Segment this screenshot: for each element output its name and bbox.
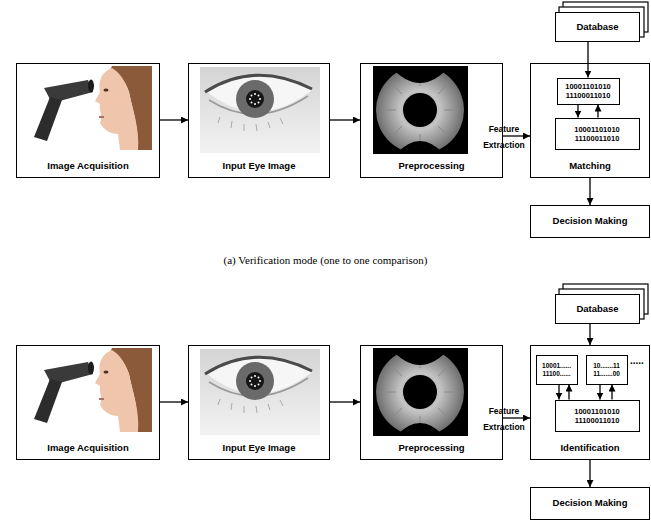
edge-label: Feature Extraction [477, 403, 531, 435]
decision-box: Decision Making [530, 487, 650, 520]
node-label: Input Eye Image [223, 161, 296, 172]
flow-arrow [160, 119, 188, 120]
database-box: Database [555, 294, 640, 324]
flow-arrow [597, 105, 598, 118]
node-label: Preprocessing [399, 161, 465, 172]
process-box: Image Acquisition [16, 345, 160, 460]
row-illustration [34, 2, 648, 154]
flow-arrow [577, 105, 578, 118]
template-box: 10001...... 11100...... [536, 355, 578, 385]
node-label: 10001101010 11100011010 [558, 82, 619, 100]
flow-arrow [587, 42, 588, 78]
matching-box: Matching 10001101010 11100011010 100011010… [530, 63, 650, 178]
process-box: Input Eye Image [188, 63, 330, 178]
flow-arrow [599, 385, 600, 400]
node-label: Input Eye Image [223, 443, 296, 454]
process-box: Image Acquisition [16, 63, 160, 178]
flow-arrow [589, 324, 590, 345]
node-label: Identification [560, 443, 619, 454]
flow-arrow [589, 178, 590, 205]
template-box: 10001101010 11100011010 [557, 78, 620, 105]
flow-arrow [503, 417, 530, 418]
node-label: Matching [569, 161, 611, 172]
node-label: Database [576, 22, 618, 33]
flow-arrow [558, 385, 559, 400]
row-illustration [34, 284, 648, 436]
process-box: Preprocessing [360, 345, 503, 460]
template-box: 10001101010 11100011010 [555, 400, 640, 432]
node-label: Image Acquisition [47, 161, 128, 172]
node-label: 10001101010 11100011010 [556, 125, 639, 143]
flow-arrow [503, 135, 530, 136]
template-box: 10001101010 11100011010 [555, 118, 640, 150]
node-label: Image Acquisition [47, 443, 128, 454]
node-label: Decision Making [553, 498, 628, 509]
flow-arrow [611, 385, 612, 400]
flow-arrow [330, 401, 360, 402]
flow-arrow [160, 401, 188, 402]
node-label: 10001...... 11100...... [537, 362, 577, 378]
flow-arrow [330, 119, 360, 120]
template-box: 10.......11 11.......00 [586, 355, 628, 385]
node-label: Preprocessing [399, 443, 465, 454]
database-box: Database [555, 12, 640, 42]
decision-box: Decision Making [530, 205, 650, 238]
edge-label: Feature Extraction [477, 121, 531, 153]
flow-arrow [568, 385, 569, 400]
node-label: Decision Making [553, 216, 628, 227]
flow-arrow [589, 460, 590, 487]
ellipsis-mark: ..... [630, 355, 651, 366]
node-label: Database [576, 304, 618, 315]
process-box: Input Eye Image [188, 345, 330, 460]
subfigure-caption: (a) Verification mode (one to one compar… [0, 254, 651, 266]
process-box: Preprocessing [360, 63, 503, 178]
node-label: 10.......11 11.......00 [587, 362, 627, 378]
node-label: 10001101010 11100011010 [556, 407, 639, 425]
